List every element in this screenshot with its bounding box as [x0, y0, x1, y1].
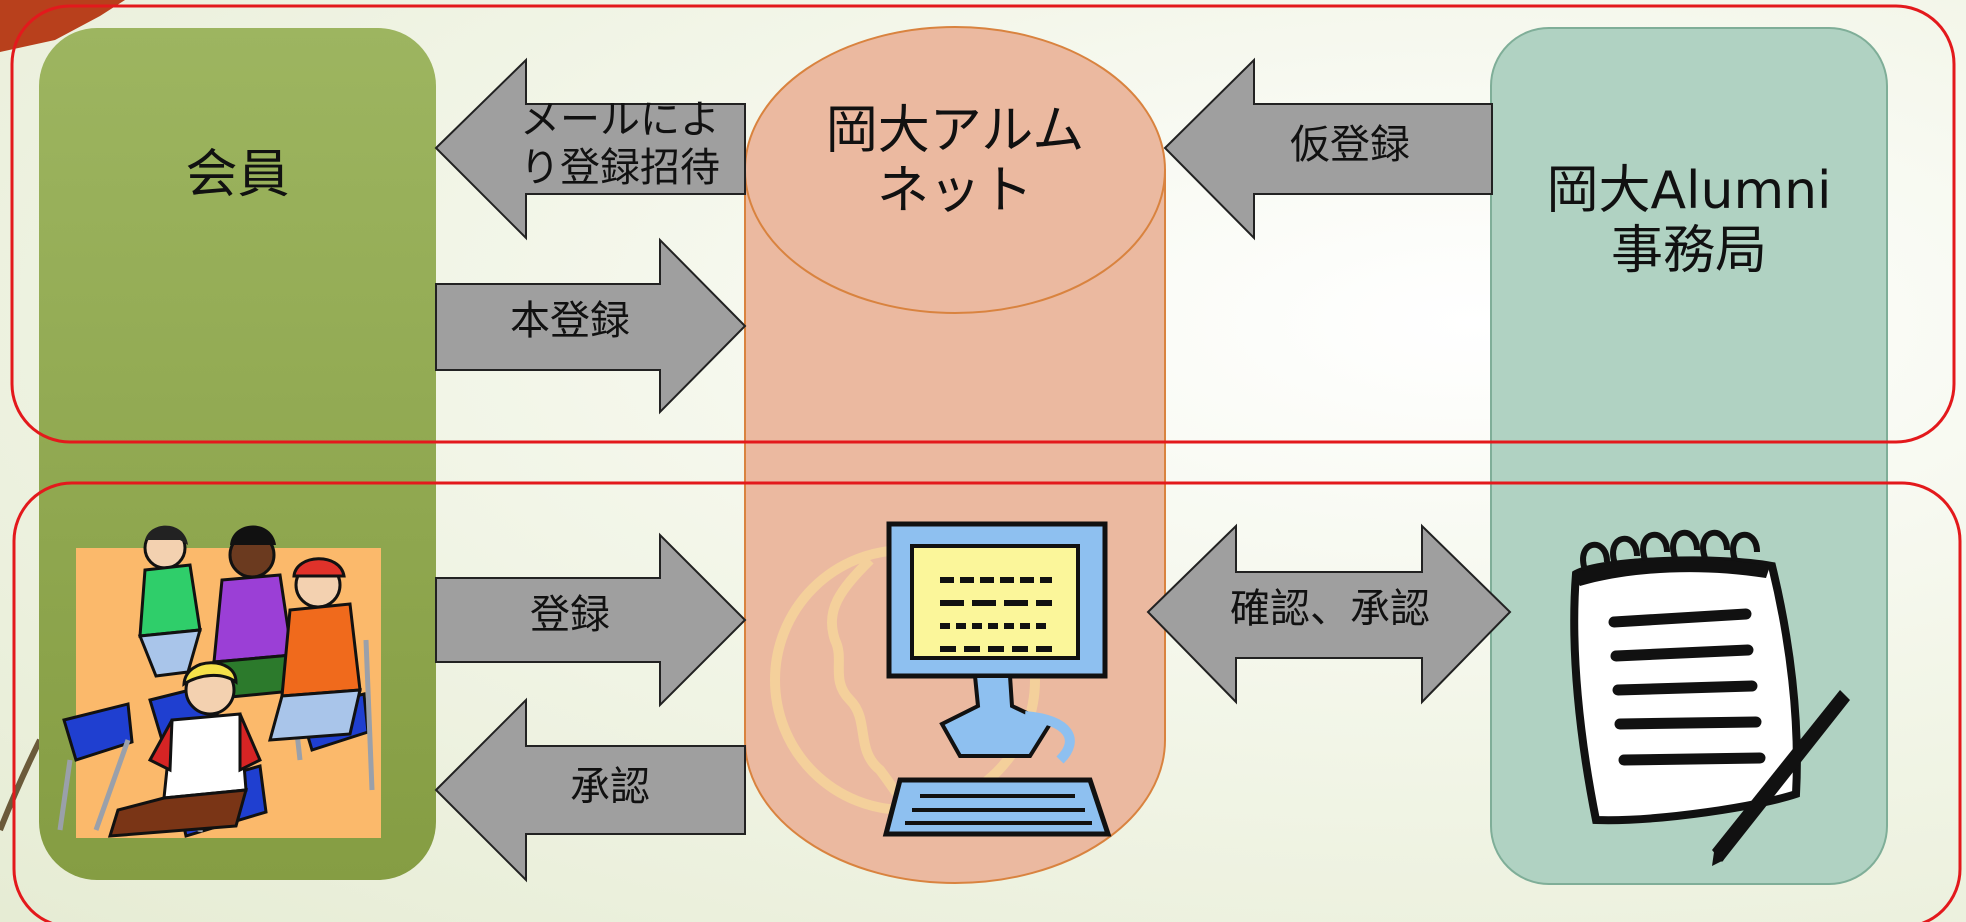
member-label: 会員: [185, 145, 290, 205]
decorative-stem: [0, 738, 43, 832]
confirm-approve-arrow: [1146, 523, 1512, 705]
computer-icon: [882, 521, 1112, 837]
corner-decoration: [0, 0, 125, 52]
office-label-line2: 事務局: [1610, 220, 1767, 281]
top-section-frame: [10, 4, 1956, 444]
bottom-section-frame: [12, 481, 1962, 922]
register-label: 登録: [530, 592, 610, 638]
invite-arrow-label-line2: り登録招待: [520, 145, 720, 191]
alumnet-label: 岡大アルム ネット: [760, 101, 1150, 222]
office-label-line1: 岡大Alumni: [1546, 161, 1832, 221]
provisional-registration-label: 仮登録: [1290, 122, 1410, 168]
invite-arrow-label-line1: メールによ: [520, 97, 720, 143]
approval-label: 承認: [570, 764, 650, 810]
people-sitting-icon: [57, 525, 381, 838]
confirm-approve-label: 確認、承認: [1230, 586, 1430, 632]
alumnet-label-line1: 岡大アルム: [825, 101, 1085, 161]
office-label: 岡大Alumni 事務局: [1491, 161, 1887, 282]
invite-arrow-label: メールによ り登録招待: [500, 96, 740, 192]
alumnet-label-line2: ネット: [876, 160, 1033, 221]
main-registration-arrow: [435, 237, 747, 415]
register-arrow: [435, 532, 747, 708]
notepad-icon: [1570, 529, 1850, 866]
provisional-registration-arrow: [1163, 57, 1493, 241]
invite-arrow: [434, 57, 746, 241]
main-registration-label: 本登録: [510, 298, 630, 344]
approval-arrow: [434, 697, 746, 883]
